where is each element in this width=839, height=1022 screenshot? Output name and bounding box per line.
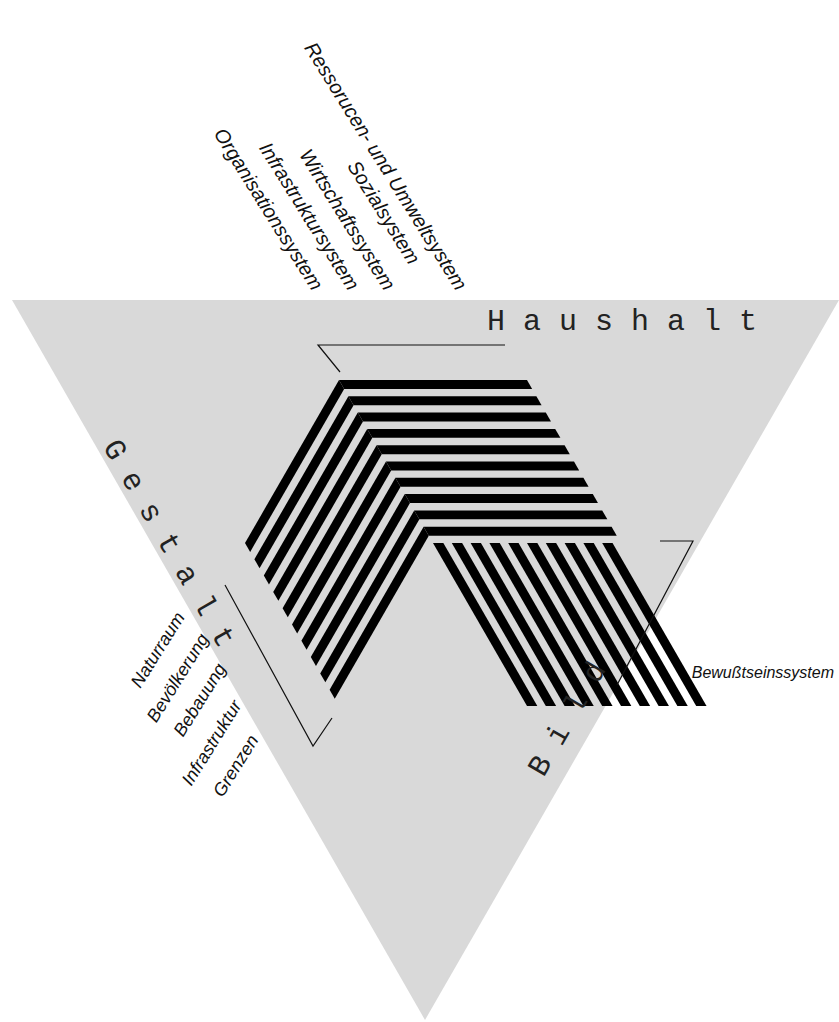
system-label: Ressorucen- und Umweltsystem (300, 38, 472, 294)
system-label: Wirtschaftssystem (294, 144, 399, 294)
cube-stripe (367, 429, 560, 438)
triangle-region: HaushaltGestaltBild (0, 300, 839, 1022)
triangle-shape (12, 300, 839, 1020)
brackets (225, 345, 693, 746)
cube-stripe (395, 478, 588, 487)
cube-stripe (424, 527, 617, 536)
system-label: Bebauung (169, 660, 230, 741)
cube-stripe (320, 510, 419, 682)
system-label: Naturraum (127, 608, 190, 691)
system-label: Infrastruktursystem (254, 138, 364, 294)
cube-stripe (602, 543, 706, 706)
cube-stripe (377, 445, 570, 454)
system-label: Infrastruktur (178, 697, 246, 789)
cube-stripe (348, 396, 541, 405)
bracket-line (318, 345, 505, 372)
striped-cube (245, 380, 707, 706)
bracket-line (617, 541, 693, 685)
system-label: Grenzen (209, 731, 263, 801)
system-label: Bevölkerung (143, 630, 214, 726)
triangle-outline (0, 300, 839, 1022)
cube-stripe (339, 380, 532, 389)
system-label: Organisationssystem (209, 124, 327, 295)
system-label: Bewußtseinssystem (692, 664, 834, 682)
cube-stripe (386, 462, 579, 471)
bracket-line (225, 585, 332, 746)
cube-stripe (405, 494, 598, 503)
cube-stripe (358, 413, 551, 422)
cube-stripe (414, 510, 607, 519)
cube-stripe (330, 527, 429, 699)
system-label: Sozialsystem (343, 156, 425, 268)
dimension-title: Haushalt (487, 306, 775, 339)
